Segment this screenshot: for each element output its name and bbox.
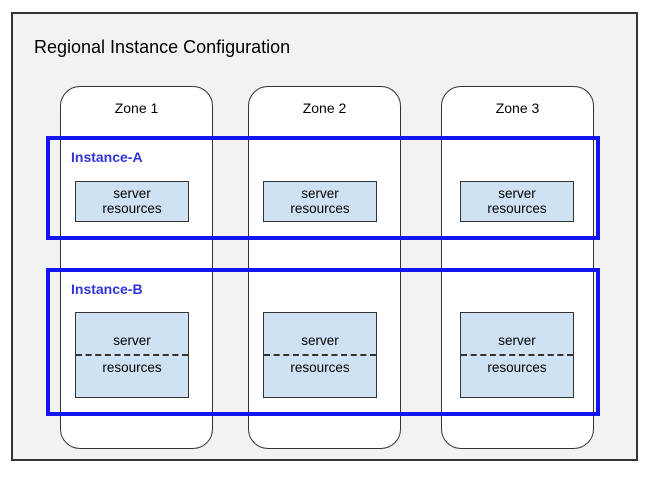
server-resources-label-line1: server <box>113 333 151 349</box>
server-resources-box-a1: server resources <box>75 181 189 222</box>
server-resources-label-line2: resources <box>102 360 162 375</box>
instance-b-label: Instance-B <box>71 281 143 297</box>
instance-a-label: Instance-A <box>71 149 143 165</box>
server-resources-label-line1: server <box>301 333 339 349</box>
server-resources-label-line1: server <box>113 185 151 201</box>
region-container: Regional Instance Configuration Zone 1 Z… <box>11 12 638 461</box>
server-resources-label-line2: resources <box>290 200 350 216</box>
server-resources-label-line2: resources <box>290 360 350 375</box>
server-resources-label-line2: resources <box>487 200 547 216</box>
server-resources-box-b1: server resources <box>75 312 189 398</box>
server-resources-box-a3: server resources <box>460 181 574 222</box>
server-resources-label-line2: resources <box>487 360 547 375</box>
diagram-title: Regional Instance Configuration <box>34 37 291 57</box>
dashed-split-divider <box>76 354 188 356</box>
dashed-split-divider <box>264 354 376 356</box>
zone-3-label: Zone 3 <box>495 100 540 116</box>
zone-1-label: Zone 1 <box>114 100 159 116</box>
server-resources-label-line1: server <box>301 185 339 201</box>
server-resources-box-b2: server resources <box>263 312 377 398</box>
server-resources-label-line2: resources <box>102 200 162 216</box>
instance-b-group: Instance-B <box>46 268 600 416</box>
dashed-split-divider <box>461 354 573 356</box>
instance-a-group: Instance-A <box>46 136 600 240</box>
zone-2-label: Zone 2 <box>302 100 347 116</box>
server-resources-label-line1: server <box>498 333 536 349</box>
server-resources-box-b3: server resources <box>460 312 574 398</box>
server-resources-box-a2: server resources <box>263 181 377 222</box>
server-resources-label-line1: server <box>498 185 536 201</box>
